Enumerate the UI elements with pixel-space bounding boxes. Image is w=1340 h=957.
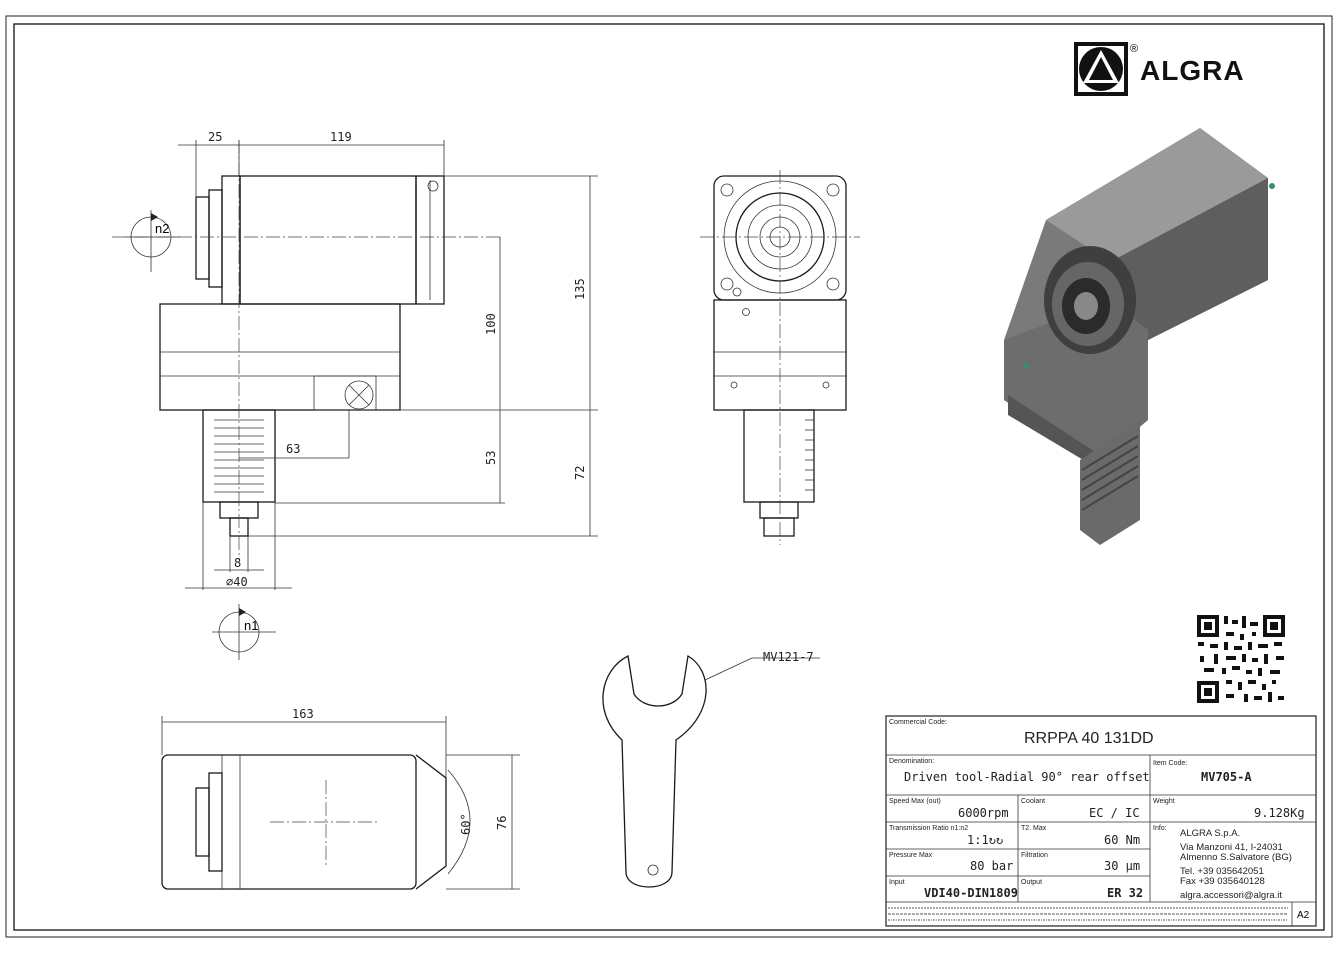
company-tel: Tel. +39 035642051 — [1180, 866, 1264, 877]
output-value: ER 32 — [1107, 886, 1143, 900]
coolant-label: Coolant — [1021, 798, 1045, 805]
output-label: Output — [1021, 879, 1042, 886]
input-value: VDI40-DIN1809 — [924, 886, 1018, 900]
front-view: 25 119 135 100 53 72 63 8 ∅40 n2 — [112, 130, 598, 660]
filtration-label: Filtration — [1021, 852, 1048, 859]
coolant-value: EC / IC — [1089, 806, 1140, 820]
brand-name: ALGRA — [1140, 55, 1245, 86]
filtration-value: 30 µm — [1104, 859, 1140, 873]
item-code-label: Item Code: — [1153, 760, 1187, 767]
torque-label: T2. Max — [1021, 825, 1047, 832]
item-code-value: MV705-A — [1201, 770, 1252, 784]
speed-label: Speed Max (out) — [889, 798, 941, 805]
ratio-label: Transmission Ratio n1:n2 — [889, 825, 968, 832]
registered-mark: ® — [1130, 43, 1138, 55]
dim-diameter-40: ∅40 — [226, 575, 248, 589]
top-view: 163 76 60° — [161, 707, 520, 890]
qr-code — [1196, 614, 1286, 704]
side-view — [700, 170, 860, 545]
rotation-n1-label: n1 — [244, 618, 258, 633]
company-email: algra.accessori@algra.it — [1180, 890, 1282, 901]
dim-72: 72 — [573, 466, 587, 480]
weight-value: 9.128Kg — [1254, 806, 1305, 820]
company-fax: Fax +39 035640128 — [1180, 876, 1265, 887]
rotation-n1-icon: n1 — [212, 604, 276, 660]
dim-60-degrees: 60° — [459, 813, 473, 835]
pressure-label: Pressure Max — [889, 852, 933, 859]
wrench-drawing: MV121-7 — [602, 650, 820, 888]
wrench-callout: MV121-7 — [763, 650, 814, 664]
denomination-value: Driven tool-Radial 90° rear offset — [904, 770, 1150, 784]
torque-value: 60 Nm — [1104, 833, 1140, 847]
title-block: Commercial Code: RRPPA 40 131DD Denomina… — [885, 715, 1317, 927]
commercial-code-label: Commercial Code: — [889, 719, 947, 726]
isometric-render — [1004, 128, 1275, 545]
algra-logo: ALGRA ® — [1074, 42, 1245, 96]
denomination-label: Denomination: — [889, 758, 934, 765]
company-address-1: Via Manzoni 41, I-24031 — [1180, 842, 1283, 853]
company-name: ALGRA S.p.A. — [1180, 828, 1240, 839]
input-label: Input — [889, 879, 905, 886]
company-address-2: Almenno S.Salvatore (BG) — [1180, 852, 1292, 863]
dim-163: 163 — [292, 707, 314, 721]
commercial-code-value: RRPPA 40 131DD — [1024, 730, 1154, 747]
legal-fine-print — [888, 907, 1288, 921]
info-label: Info: — [1153, 825, 1167, 832]
speed-value: 6000rpm — [958, 806, 1009, 820]
dim-53: 53 — [484, 451, 498, 465]
dim-119: 119 — [330, 130, 352, 144]
dim-63: 63 — [286, 442, 300, 456]
dim-25: 25 — [208, 130, 222, 144]
dim-135: 135 — [573, 278, 587, 300]
pressure-value: 80 bar — [970, 859, 1013, 873]
inner-border — [13, 23, 1325, 931]
ratio-value: 1:1↻↻ — [967, 833, 1003, 847]
dim-8: 8 — [234, 556, 241, 570]
weight-label: Weight — [1153, 798, 1175, 805]
rotation-n2-icon: n2 — [125, 210, 180, 272]
dim-100: 100 — [484, 313, 498, 335]
sheet-size: A2 — [1297, 910, 1310, 921]
outer-border — [5, 15, 1333, 938]
dim-76: 76 — [495, 816, 509, 830]
rotation-n2-label: n2 — [155, 221, 169, 236]
